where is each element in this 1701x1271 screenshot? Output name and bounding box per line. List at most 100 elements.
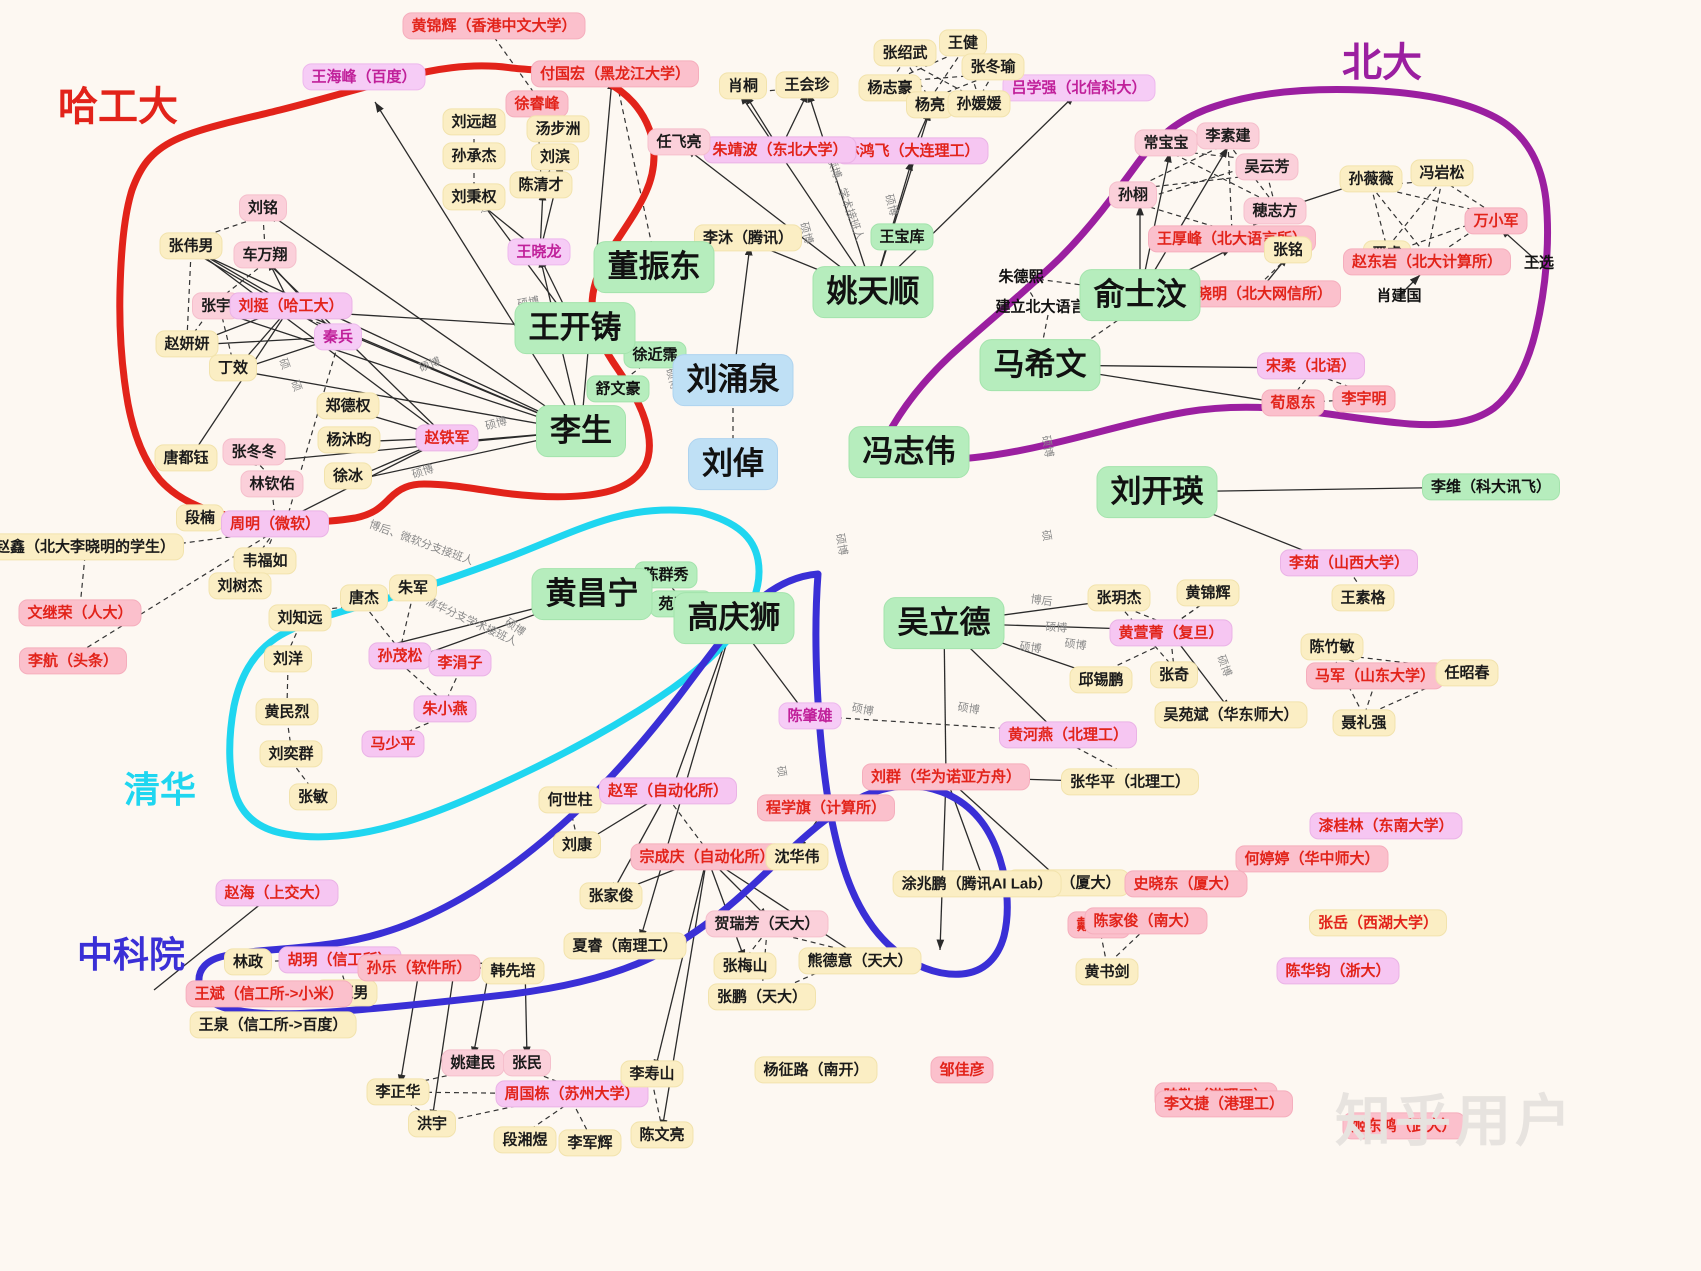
person-node[interactable]: 荀恩东 [1261, 389, 1325, 417]
person-node[interactable]: 李航（头条） [18, 647, 128, 675]
person-node[interactable]: 张梅山 [713, 952, 777, 980]
person-node[interactable]: 黄民烈 [255, 698, 319, 726]
person-node[interactable]: 王健 [938, 29, 988, 57]
person-node[interactable]: 王泉（信工所->百度） [189, 1011, 357, 1039]
person-node[interactable]: 王素格 [1331, 584, 1395, 612]
person-node[interactable]: 张伟男 [159, 232, 223, 260]
person-node[interactable]: 赵海（上交大） [215, 879, 339, 907]
person-node[interactable]: 陈家俊（南大） [1084, 907, 1208, 935]
person-node[interactable]: 张玥杰 [1087, 584, 1151, 612]
person-node[interactable]: 舒文豪 [586, 375, 650, 403]
person-node[interactable]: 李正华 [366, 1078, 430, 1106]
person-node[interactable]: 任飞亮 [647, 128, 711, 156]
person-node[interactable]: 陈肇雄 [778, 702, 842, 730]
person-node[interactable]: 刘知远 [268, 604, 332, 632]
person-node[interactable]: 赵军（自动化所） [598, 777, 738, 805]
person-node[interactable]: 孙茂松 [368, 642, 432, 670]
person-node[interactable]: 王晓龙 [507, 238, 571, 266]
person-node[interactable]: 黄锦辉（香港中文大学） [402, 12, 586, 40]
person-node[interactable]: 丁效 [208, 354, 258, 382]
person-node[interactable]: 姚建民 [441, 1049, 505, 1077]
person-node[interactable]: 刘树杰 [208, 572, 272, 600]
person-node[interactable]: 何婷婷（华中师大） [1235, 845, 1389, 873]
person-node[interactable]: 冯岩松 [1410, 159, 1474, 187]
person-node[interactable]: 李寿山 [620, 1060, 684, 1088]
person-node[interactable]: 唐杰 [339, 584, 389, 612]
person-node[interactable]: 林钦佑 [240, 470, 304, 498]
person-node[interactable]: 王海峰（百度） [302, 63, 426, 91]
person-node[interactable]: 汤步洲 [526, 115, 590, 143]
person-node[interactable]: 付国宏（黑龙江大学） [530, 60, 700, 88]
person-node[interactable]: 刘挺（哈工大） [229, 292, 353, 320]
person-node[interactable]: 赵铁军 [415, 424, 479, 452]
person-node[interactable]: 林政 [223, 948, 273, 976]
person-node[interactable]: 李宇明 [1332, 385, 1396, 413]
person-node[interactable]: 徐睿峰 [505, 90, 569, 118]
person-node[interactable]: 车万翔 [233, 241, 297, 269]
person-node[interactable]: 朱小燕 [413, 695, 477, 723]
person-node[interactable]: 何世柱 [538, 786, 602, 814]
person-node[interactable]: 王会珍 [775, 71, 839, 99]
person-node[interactable]: 吴立德 [883, 597, 1005, 649]
person-node[interactable]: 黄萱菁（复旦） [1109, 619, 1233, 647]
person-node[interactable]: 王斌（信工所->小米） [185, 980, 353, 1008]
person-node[interactable]: 孙乐（软件所） [357, 954, 481, 982]
person-node[interactable]: 李维（科大讯飞） [1421, 473, 1561, 501]
person-node[interactable]: 刘倬 [688, 438, 778, 490]
person-node[interactable]: 陈竹敏 [1300, 633, 1364, 661]
person-node[interactable]: 高庆狮 [673, 592, 795, 644]
person-node[interactable]: 张冬瑜 [961, 53, 1025, 81]
person-node[interactable]: 邹佳彦 [930, 1056, 994, 1084]
person-node[interactable]: 韩先培 [481, 957, 545, 985]
person-node[interactable]: 杨亮 [905, 91, 955, 119]
person-node[interactable]: 宋柔（北语） [1256, 352, 1366, 380]
person-node[interactable]: 黄河燕（北理工） [998, 721, 1138, 749]
person-node[interactable]: 漆桂林（东南大学） [1309, 812, 1463, 840]
person-node[interactable]: 黄锦辉 [1176, 579, 1240, 607]
person-node[interactable]: 建立北大语言所 [995, 298, 1101, 316]
person-node[interactable]: 孙承杰 [442, 142, 506, 170]
person-node[interactable]: 杨征路（南开） [754, 1056, 878, 1084]
person-node[interactable]: 陈清才 [509, 171, 573, 199]
person-node[interactable]: 赵东岩（北大计算所） [1342, 248, 1512, 276]
person-node[interactable]: 秦兵 [313, 323, 363, 351]
person-node[interactable]: 李生 [536, 405, 626, 457]
person-node[interactable]: 朱军 [388, 574, 438, 602]
person-node[interactable]: 马希文 [979, 339, 1101, 391]
person-node[interactable]: 沈华伟 [765, 843, 829, 871]
person-node[interactable]: 冯志伟 [848, 426, 970, 478]
person-node[interactable]: 刘秉权 [442, 183, 506, 211]
person-node[interactable]: 刘滨 [530, 143, 580, 171]
person-node[interactable]: 宗成庆（自动化所） [630, 843, 784, 871]
person-node[interactable]: 马军（山东大学） [1305, 662, 1445, 690]
person-node[interactable]: 周明（微软） [220, 510, 330, 538]
person-node[interactable]: 韦福如 [233, 547, 297, 575]
person-node[interactable]: 陈华钧（浙大） [1276, 957, 1400, 985]
person-node[interactable]: 万小军 [1464, 207, 1528, 235]
person-node[interactable]: 李茹（山西大学） [1279, 549, 1419, 577]
person-node[interactable]: 唐都钰 [154, 444, 218, 472]
person-node[interactable]: 张家俊 [579, 882, 643, 910]
person-node[interactable]: 孙栩 [1108, 181, 1158, 209]
person-node[interactable]: 李文捷（港理工） [1154, 1090, 1294, 1118]
person-node[interactable]: 马少平 [361, 730, 425, 758]
person-node[interactable]: 朱靖波（东北大学） [703, 136, 857, 164]
person-node[interactable]: 吴云芳 [1235, 153, 1299, 181]
person-node[interactable]: 刘开瑛 [1096, 466, 1218, 518]
person-node[interactable]: 肖桐 [718, 72, 768, 100]
person-node[interactable]: 张鹏（天大） [707, 983, 817, 1011]
person-node[interactable]: 刘奕群 [259, 740, 323, 768]
person-node[interactable]: 张奇 [1149, 661, 1199, 689]
person-node[interactable]: 张敏 [288, 783, 338, 811]
person-node[interactable]: 穂志方 [1243, 197, 1307, 225]
person-node[interactable]: 张岳（西湖大学） [1308, 909, 1448, 937]
person-node[interactable]: 张冬冬 [222, 438, 286, 466]
person-node[interactable]: 聂礼强 [1332, 709, 1396, 737]
person-node[interactable]: 王宝库 [870, 223, 934, 251]
person-node[interactable]: 刘远超 [442, 108, 506, 136]
person-node[interactable]: 段湘煜 [493, 1126, 557, 1154]
person-node[interactable]: 涂兆鹏（腾讯AI Lab） [892, 870, 1062, 898]
person-node[interactable]: 朱德熙 [998, 268, 1044, 286]
person-node[interactable]: 李军辉 [558, 1129, 622, 1157]
person-node[interactable]: 史晓东（厦大） [1124, 870, 1248, 898]
